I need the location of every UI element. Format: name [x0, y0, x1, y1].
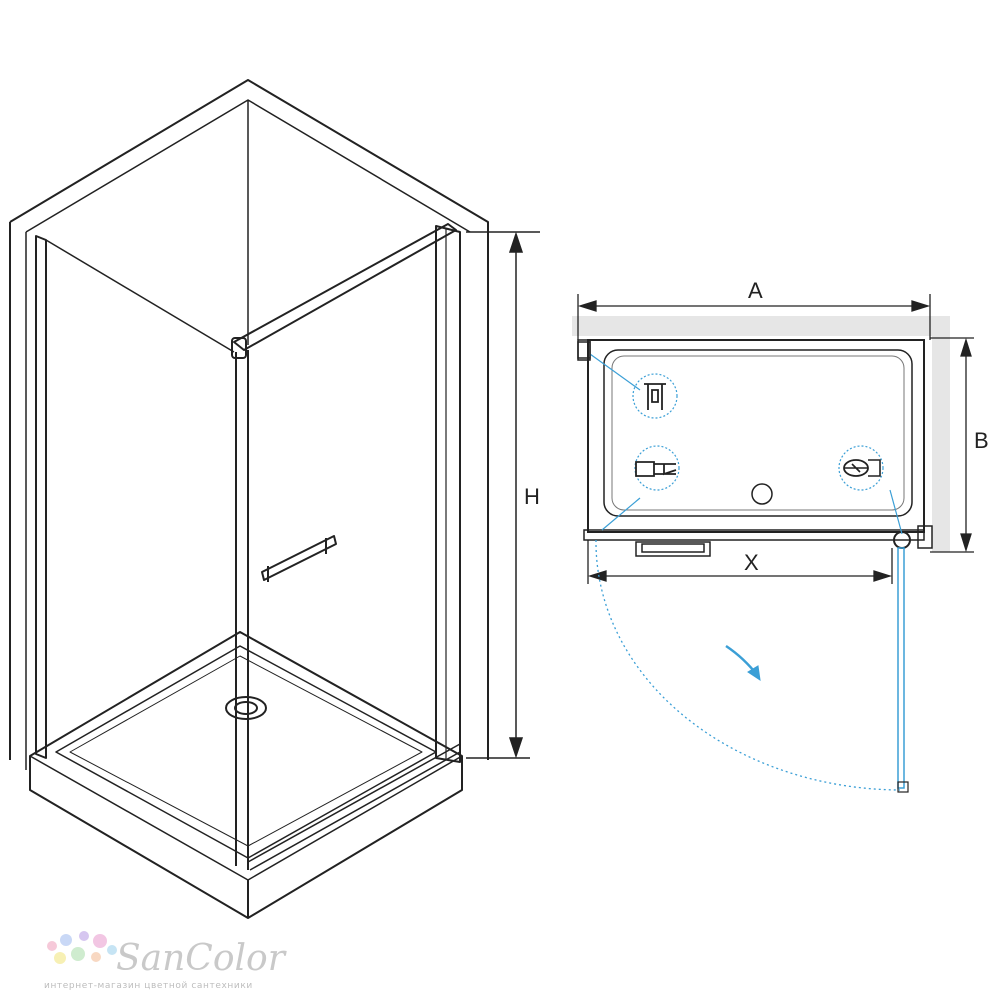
- rail-connector-detail: [634, 445, 680, 491]
- drain-circle: [751, 483, 773, 505]
- shower-3d-view: [9, 79, 489, 919]
- back-wall: [572, 316, 932, 336]
- logo-name: SanColor: [116, 938, 287, 979]
- corner-post: [235, 350, 249, 870]
- height-label: H: [524, 484, 540, 509]
- depth-label: B: [974, 428, 989, 453]
- tray-plan: [587, 339, 925, 533]
- corner-bracket-top: [231, 337, 247, 359]
- height-dimension: [466, 231, 540, 759]
- detail-callouts: [577, 341, 884, 491]
- wall-bracket-detail: [632, 373, 678, 419]
- top-rail: [233, 223, 457, 351]
- door-handle: [261, 535, 337, 582]
- open-door: [897, 547, 905, 789]
- tray-drain: [225, 696, 267, 720]
- shower-tray: [29, 631, 463, 919]
- swing-arc: [595, 539, 901, 791]
- width-label: A: [748, 278, 763, 303]
- side-wall: [932, 316, 950, 552]
- logo-dots-icon: [47, 931, 117, 964]
- width-dimension: [577, 294, 931, 340]
- wall-inner: [25, 99, 471, 345]
- right-glass-panel: [435, 225, 461, 763]
- door-rail: [577, 339, 933, 557]
- hinge-detail: [838, 445, 884, 491]
- door-dimension: [587, 540, 893, 584]
- depth-dimension: [930, 337, 974, 553]
- door-swing: [589, 353, 909, 793]
- door-label: X: [744, 550, 759, 575]
- left-glass-panel: [35, 235, 47, 759]
- wall-outline: [9, 79, 489, 760]
- logo-tagline: интернет-магазин цветной сантехники: [44, 981, 253, 991]
- sancolor-logo: SanColor интернет-магазин цветной сантех…: [44, 931, 287, 991]
